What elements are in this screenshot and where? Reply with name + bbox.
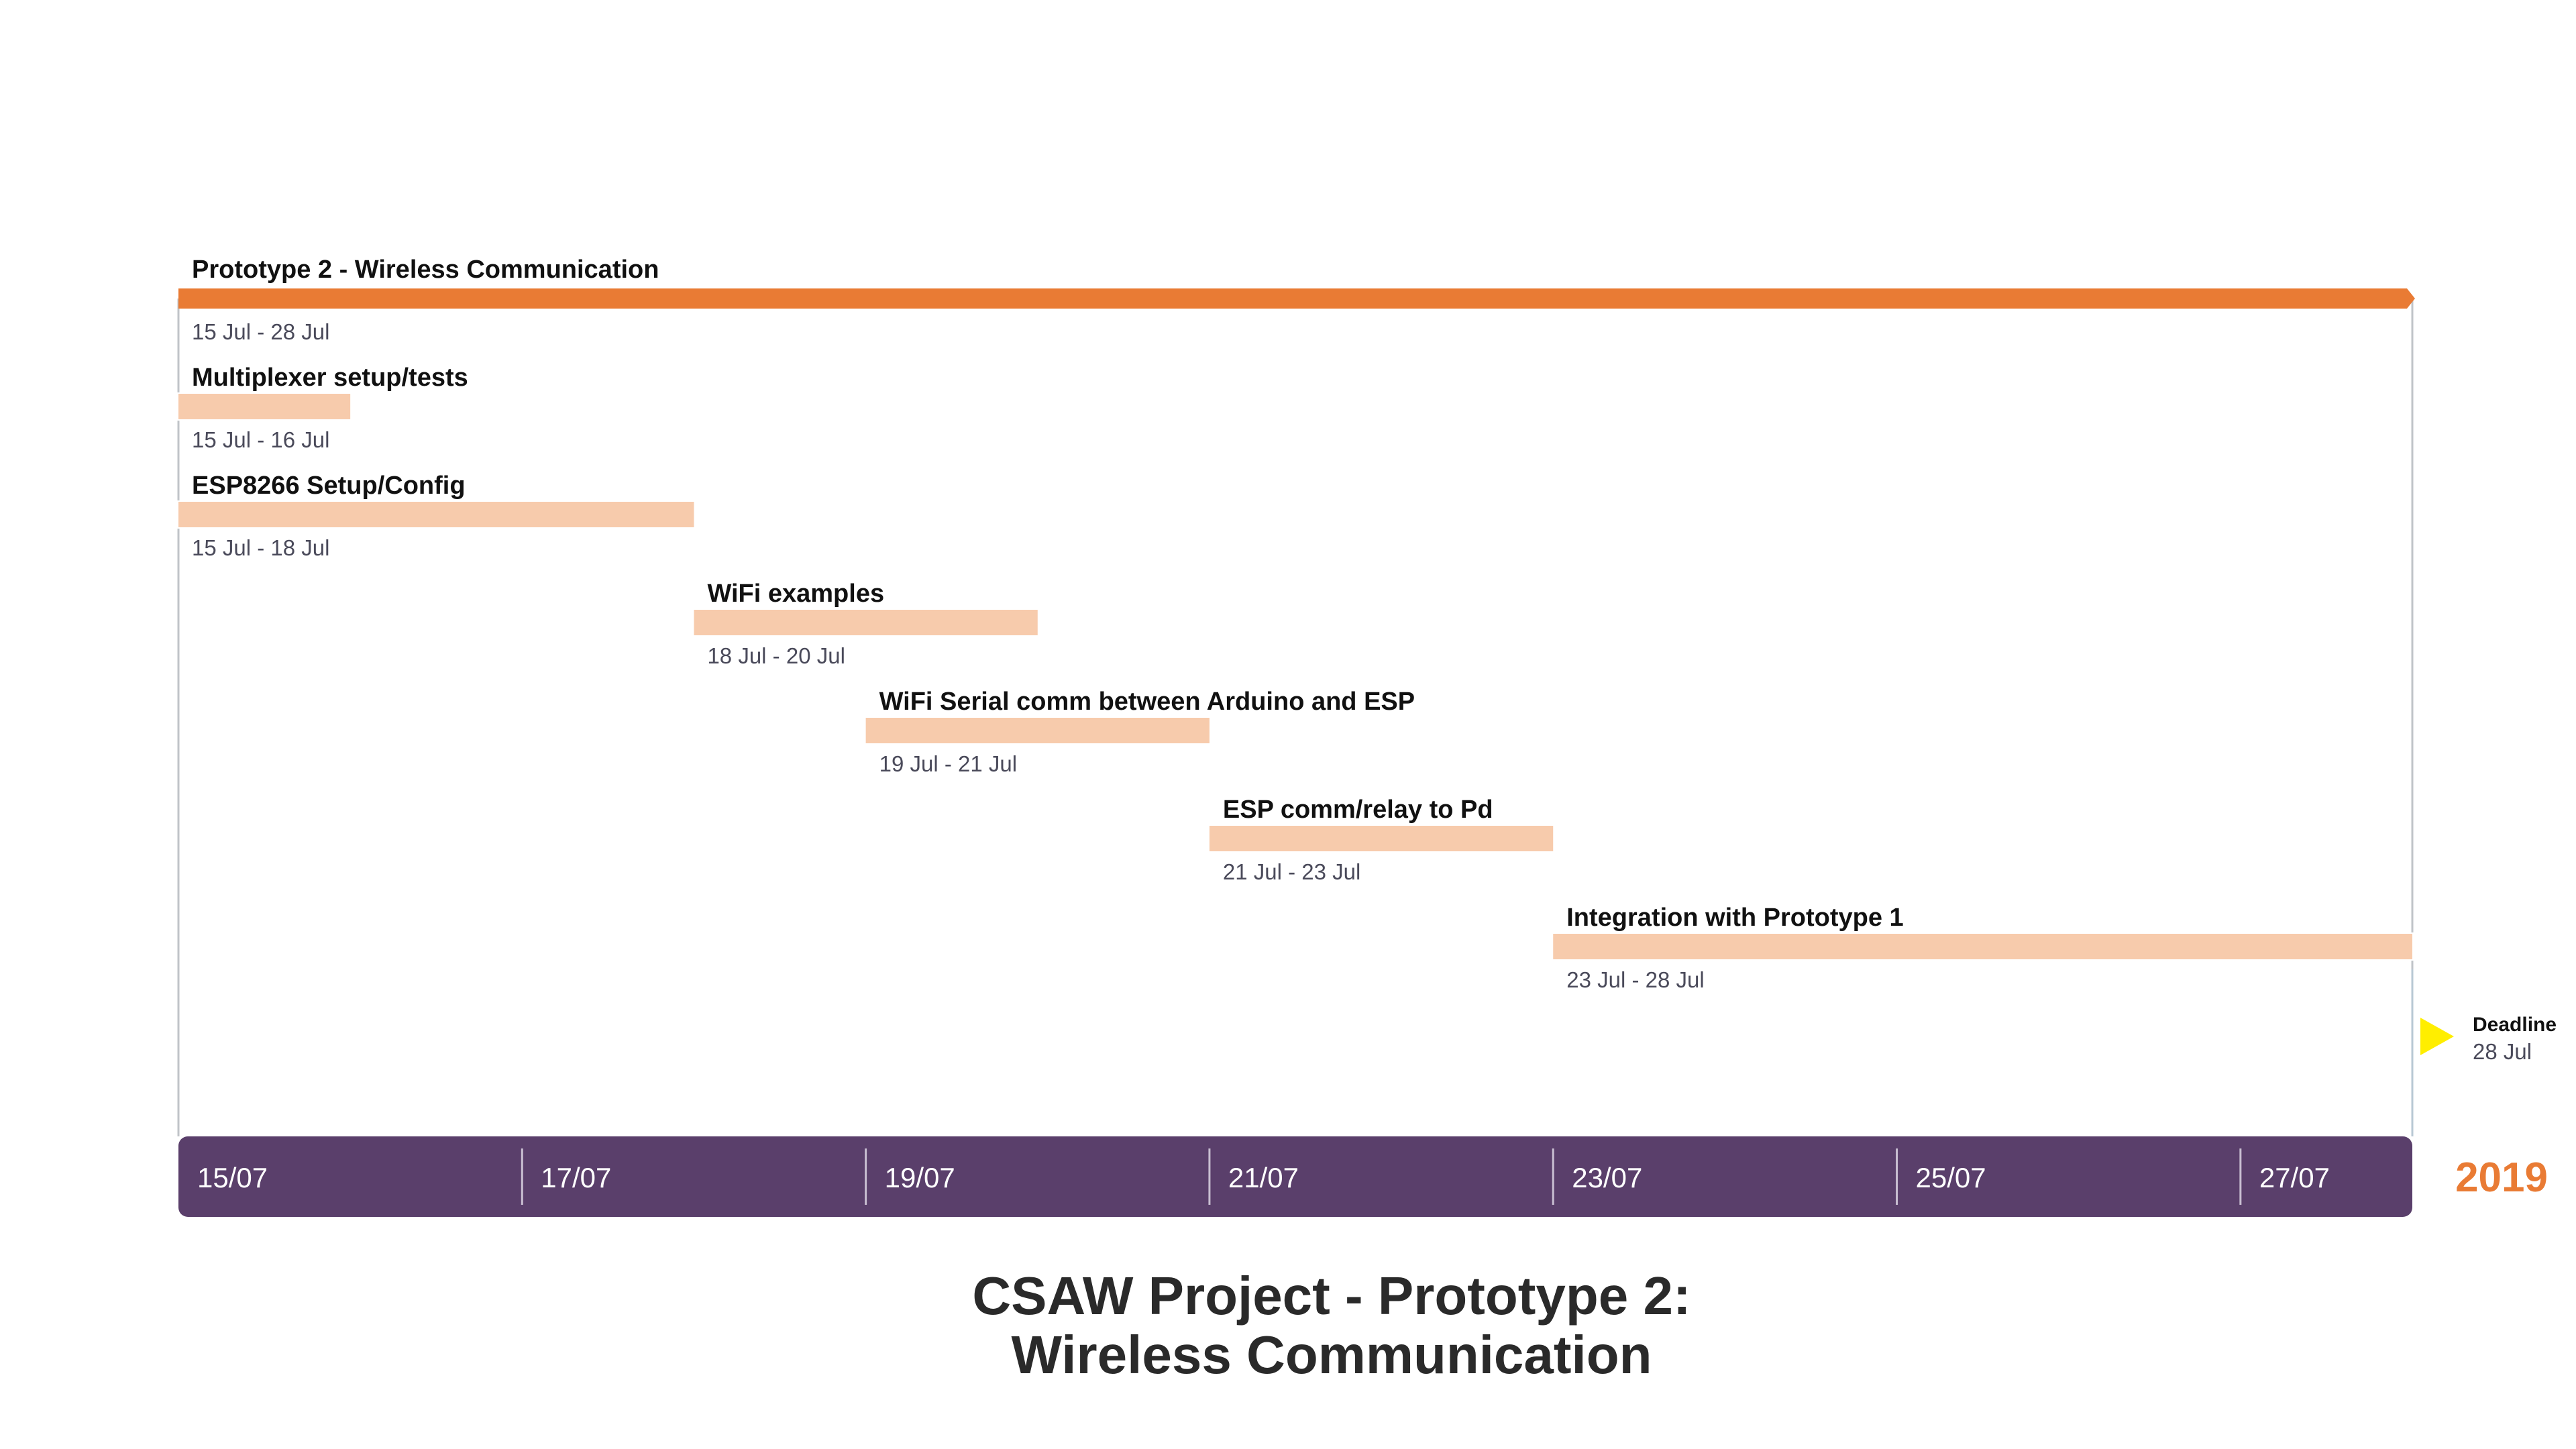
task-2-name: ESP8266 Setup/Config	[192, 472, 466, 500]
tick-label-0: 15/07	[197, 1162, 268, 1193]
task-3-date-range: 18 Jul - 20 Jul	[707, 643, 845, 668]
task-6-name: Integration with Prototype 1	[1566, 904, 1903, 932]
task-3-bar	[694, 610, 1038, 635]
task-4-name: WiFi Serial comm between Arduino and ESP	[879, 688, 1415, 716]
task-3-name: WiFi examples	[707, 580, 884, 608]
task-1-bar	[178, 394, 351, 419]
connector-lines	[177, 299, 2414, 1136]
task-0-name: Prototype 2 - Wireless Communication	[192, 256, 659, 284]
task-5-name: ESP comm/relay to Pd	[1223, 796, 1493, 824]
task-0-summary-bar	[178, 288, 2415, 309]
task-2-bar	[178, 502, 694, 527]
chart-title-line-2: Wireless Communication	[1011, 1325, 1652, 1385]
task-1-date-range: 15 Jul - 16 Jul	[192, 427, 329, 452]
task-4-date-range: 19 Jul - 21 Jul	[879, 751, 1017, 776]
milestone-0-flag-icon	[2420, 1018, 2454, 1055]
task-6-date-range: 23 Jul - 28 Jul	[1566, 967, 1704, 992]
task-labels: Prototype 2 - Wireless Communication 15 J…	[192, 256, 1904, 992]
task-0-date-range: 15 Jul - 28 Jul	[192, 319, 329, 344]
milestone-0-name: Deadline	[2473, 1014, 2557, 1036]
tick-label-4: 23/07	[1572, 1162, 1642, 1193]
tick-label-6: 27/07	[2259, 1162, 2330, 1193]
chart-title-line-1: CSAW Project - Prototype 2:	[972, 1266, 1691, 1326]
tick-label-5: 25/07	[1916, 1162, 1986, 1193]
task-2-date-range: 15 Jul - 18 Jul	[192, 535, 329, 560]
milestones: Deadline 28 Jul	[2410, 969, 2557, 1136]
milestone-0-date: 28 Jul	[2473, 1039, 2532, 1064]
tick-label-1: 17/07	[541, 1162, 611, 1193]
task-5-bar	[1209, 826, 1554, 851]
timescale-band	[178, 1136, 2412, 1217]
task-5-date-range: 21 Jul - 23 Jul	[1223, 859, 1360, 884]
task-6-bar	[1553, 934, 2412, 959]
tick-label-2: 19/07	[885, 1162, 955, 1193]
task-1-name: Multiplexer setup/tests	[192, 364, 468, 392]
task-4-bar	[865, 718, 1210, 743]
tick-label-3: 21/07	[1228, 1162, 1299, 1193]
timescale: 15/07 17/07 19/07 21/07 23/07 25/07 27/07 2019	[178, 1136, 2548, 1217]
task-bars	[176, 288, 2415, 961]
year-label: 2019	[2455, 1155, 2548, 1201]
chart-title: CSAW Project - Prototype 2: Wireless Com…	[0, 1267, 2576, 1385]
